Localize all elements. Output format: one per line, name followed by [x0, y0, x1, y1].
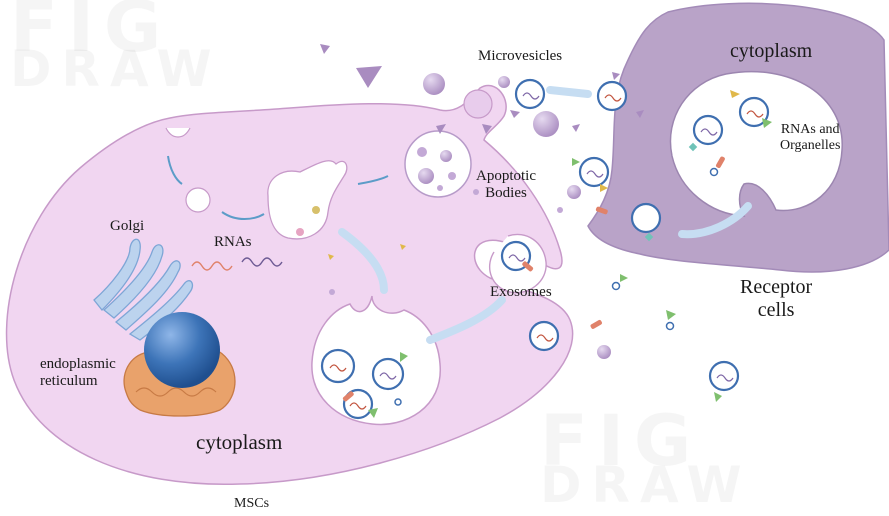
label-msc: MSCs: [234, 496, 270, 511]
label-rnas: RNAs: [214, 234, 252, 250]
label-exosomes: Exosomes: [490, 284, 552, 300]
msc-cell: [5, 84, 574, 486]
multivesicular-body: [311, 295, 441, 426]
rna-squiggle: [241, 257, 283, 267]
label-rnas-organelles: RNAs and Organelles: [780, 122, 841, 154]
label-receptor-cells: Receptor cells: [740, 276, 813, 321]
cargo-particles: [328, 90, 772, 402]
receptor-endosome: [669, 70, 843, 217]
label-cytoplasm-receptor: cytoplasm: [730, 40, 813, 62]
microvesicle-particles: [329, 73, 611, 359]
label-microvesicles: Microvesicles: [478, 48, 563, 64]
early-endosome: [267, 160, 348, 240]
label-apoptotic-bodies: Apoptotic Bodies: [476, 168, 536, 202]
nucleus: [144, 312, 220, 388]
triangle-particles: [320, 44, 644, 134]
label-golgi: Golgi: [110, 218, 145, 234]
label-endoplasmic-reticulum: endoplasmic reticulum: [40, 356, 116, 390]
rna-squiggle: [191, 261, 233, 271]
transport-arrows: [338, 86, 752, 344]
label-cytoplasm-donor: cytoplasm: [196, 430, 283, 454]
exosome-particles: [500, 78, 770, 392]
apoptotic-body: [404, 130, 472, 198]
